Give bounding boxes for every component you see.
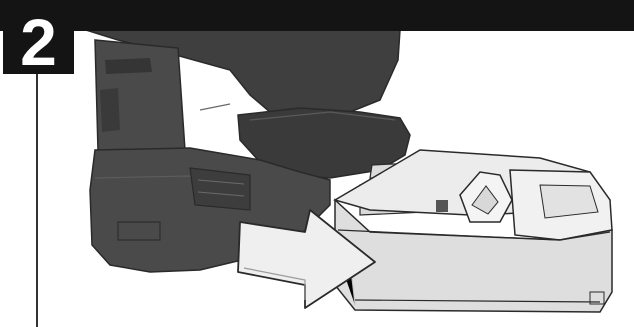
- step-badge: 2: [3, 10, 74, 74]
- battery-pack: [335, 150, 612, 312]
- left-divider-line: [36, 74, 38, 327]
- step-number: 2: [3, 10, 74, 74]
- header-bar: [0, 0, 634, 31]
